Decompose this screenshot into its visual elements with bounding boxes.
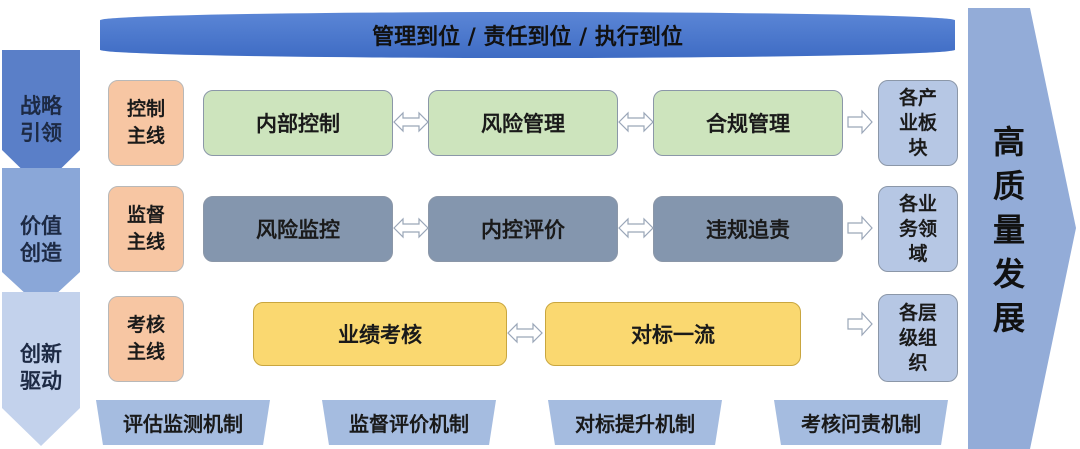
goal-char: 展 — [992, 299, 1025, 337]
mainline-assessment: 考核 主线 — [108, 296, 184, 382]
goal-char: 高 — [992, 123, 1025, 161]
mainline-label: 主线 — [126, 341, 165, 363]
double-arrow-icon — [393, 111, 429, 133]
mainline-label: 监督 — [126, 204, 165, 226]
mainline-label: 控制 — [126, 98, 165, 120]
target-label: 级组 — [898, 326, 937, 349]
target-label: 各层 — [898, 301, 937, 324]
double-arrow-icon — [618, 217, 654, 239]
process-box: 违规追责 — [653, 196, 843, 262]
goal-label: 高 质 量 发 展 — [980, 120, 1038, 340]
target-label: 域 — [908, 242, 928, 265]
target-box: 各业 务领 域 — [878, 186, 958, 272]
stage-line: 引领 — [20, 121, 62, 145]
mechanism-supervision-evaluation: 监督评价机制 — [322, 400, 496, 445]
goal-char: 发 — [992, 255, 1025, 293]
process-box: 业绩考核 — [253, 302, 507, 366]
target-label: 业板 — [898, 111, 937, 134]
mainline-supervision: 监督 主线 — [108, 186, 184, 272]
process-box: 内部控制 — [203, 90, 393, 156]
left-chevrons-graphic — [2, 50, 80, 446]
chevron-shape — [2, 168, 80, 308]
target-label: 块 — [908, 136, 928, 159]
stage-line: 战略 — [20, 94, 62, 118]
mainline-label: 考核 — [126, 314, 165, 336]
process-box: 合规管理 — [653, 90, 843, 156]
mainline-label: 主线 — [126, 231, 165, 253]
double-arrow-icon — [618, 111, 654, 133]
stage-value: 价值 创造 — [2, 208, 80, 272]
goal-char: 量 — [992, 211, 1025, 249]
process-box: 内控评价 — [428, 196, 618, 262]
target-label: 织 — [908, 351, 928, 374]
mechanism-assessment-accountability: 考核问责机制 — [774, 400, 948, 445]
top-banner: 管理到位 / 责任到位 / 执行到位 — [100, 12, 955, 58]
double-arrow-icon — [507, 322, 543, 344]
chevron-shape — [2, 50, 80, 188]
right-arrow-icon — [847, 311, 873, 337]
right-arrow-icon — [847, 109, 873, 135]
mainline-label: 主线 — [126, 125, 165, 147]
mainline-control: 控制 主线 — [108, 80, 184, 166]
goal-arrow-graphic — [968, 8, 1076, 449]
double-arrow-icon — [393, 217, 429, 239]
stage-strategy: 战略 引领 — [2, 88, 80, 152]
chevron-shape — [2, 292, 80, 446]
mechanism-benchmark-improvement: 对标提升机制 — [548, 400, 722, 445]
target-box: 各产 业板 块 — [878, 80, 958, 166]
process-box: 风险管理 — [428, 90, 618, 156]
right-arrow-icon — [847, 215, 873, 241]
target-box: 各层 级组 织 — [878, 294, 958, 382]
target-label: 各产 — [898, 86, 937, 109]
stage-innovation: 创新 驱动 — [2, 336, 80, 400]
process-box: 风险监控 — [203, 196, 393, 262]
mechanism-assessment-monitoring: 评估监测机制 — [96, 400, 270, 445]
goal-char: 质 — [992, 167, 1025, 205]
stage-line: 创新 — [20, 342, 62, 366]
stage-line: 价值 — [20, 214, 62, 238]
target-label: 各业 — [898, 192, 937, 215]
stage-line: 创造 — [20, 241, 62, 265]
stage-line: 驱动 — [20, 369, 62, 393]
target-label: 务领 — [898, 217, 937, 240]
process-box: 对标一流 — [545, 302, 801, 366]
